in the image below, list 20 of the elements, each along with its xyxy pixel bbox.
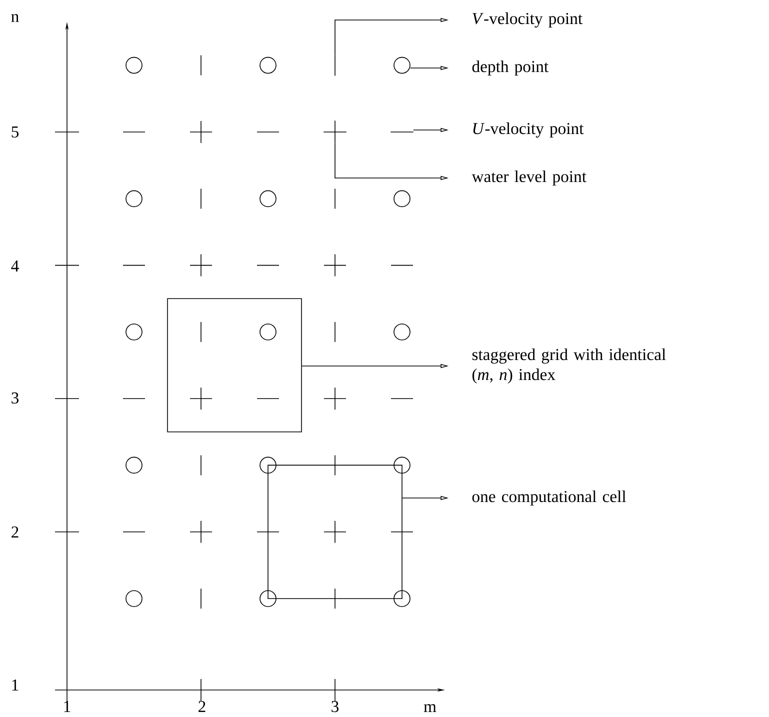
label-text: V-velocity point	[472, 12, 582, 28]
axis-label: 3	[12, 392, 18, 404]
water-level-cross	[323, 120, 347, 144]
axis-label: 2	[198, 700, 206, 712]
axis-label: 2	[12, 526, 18, 538]
label-text: staggered grid with identical (m, n) index	[472, 348, 666, 384]
axis-label: 3	[332, 700, 338, 712]
label-text: water level point	[472, 170, 586, 186]
axis-label: 1	[64, 701, 70, 712]
label-text: depth point	[472, 60, 548, 76]
axis-label: n	[11, 14, 19, 22]
axis-label: m	[424, 704, 436, 712]
axis-label: 1	[12, 680, 18, 690]
axis-label: 5	[12, 126, 18, 138]
axis-label: 4	[11, 260, 19, 272]
label-text: U-velocity point	[473, 122, 584, 138]
label-text: one computational cell	[472, 490, 626, 506]
depth-point-circle	[394, 56, 410, 74]
grid-cell-box	[167, 298, 302, 432]
grid-cell-box	[268, 464, 402, 599]
